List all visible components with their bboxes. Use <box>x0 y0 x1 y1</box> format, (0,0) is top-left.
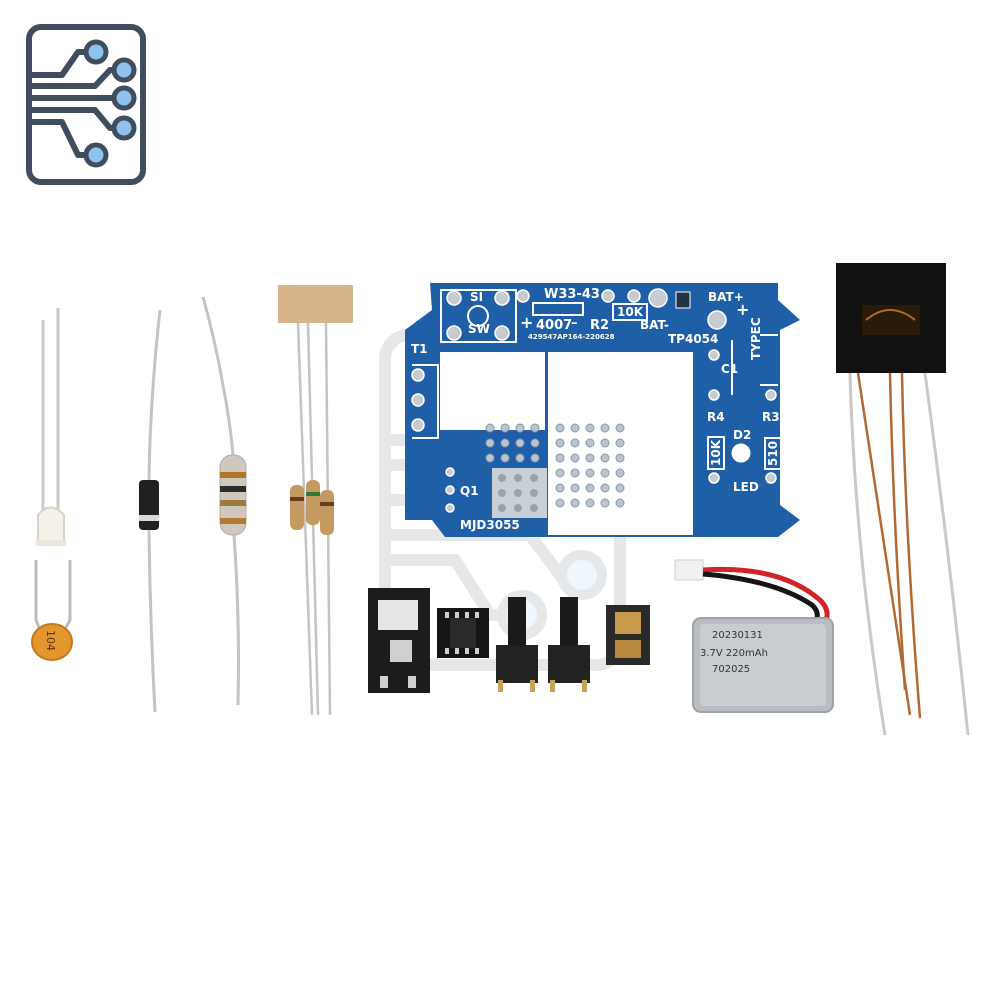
battery-label-3: 20230131 <box>712 630 763 641</box>
pcb-zener-label: W33-43 <box>544 287 600 302</box>
ceramic-capacitor <box>31 560 73 661</box>
pcb-bat-plus: BAT+ <box>708 290 744 304</box>
pcb-diode-plus: + <box>520 313 534 332</box>
pcb-r2-value: 10K <box>612 303 648 321</box>
pcb-c1-label: C1 <box>721 362 739 376</box>
battery-label-1: 3.7V 220mAh <box>700 648 768 659</box>
pcb-bat-minus: BAT- <box>640 318 669 332</box>
pcb-switch-top: SI <box>470 290 484 304</box>
pcb-d2-label: D2 <box>733 428 752 442</box>
pcb-r3-label: R3 <box>762 410 780 424</box>
battery-label-2: 702025 <box>712 664 751 675</box>
pcb-r4-label: R4 <box>707 410 725 424</box>
pcb-transformer-label: T1 <box>411 342 428 356</box>
resistor-large <box>201 296 247 706</box>
pcb-led-label: LED <box>733 480 759 494</box>
pcb-diode-value: 4007 <box>536 318 573 333</box>
transformer-component <box>836 263 970 736</box>
pcb-transistor-label: MJD3055 <box>460 518 520 532</box>
pcb-batch-code: 429547AP164-220628 <box>528 333 615 341</box>
diode-component <box>139 309 162 713</box>
pcb-switch-bottom: SW <box>468 322 490 336</box>
push-button-1 <box>496 597 538 692</box>
transistor-package <box>368 588 430 693</box>
pcb-diode-minus: – <box>571 316 578 331</box>
pcb-plus-sign: + <box>736 300 750 319</box>
resistor-strip <box>278 285 353 716</box>
pcb-chip-label: TP4054 <box>668 332 719 346</box>
pcb-q1-label: Q1 <box>460 484 479 498</box>
led-component <box>36 308 66 546</box>
pcb-r2-label: R2 <box>590 318 610 333</box>
ic-chip <box>437 608 489 658</box>
lipo-battery <box>674 559 834 713</box>
push-button-2 <box>548 597 590 692</box>
slide-switch <box>606 605 650 665</box>
